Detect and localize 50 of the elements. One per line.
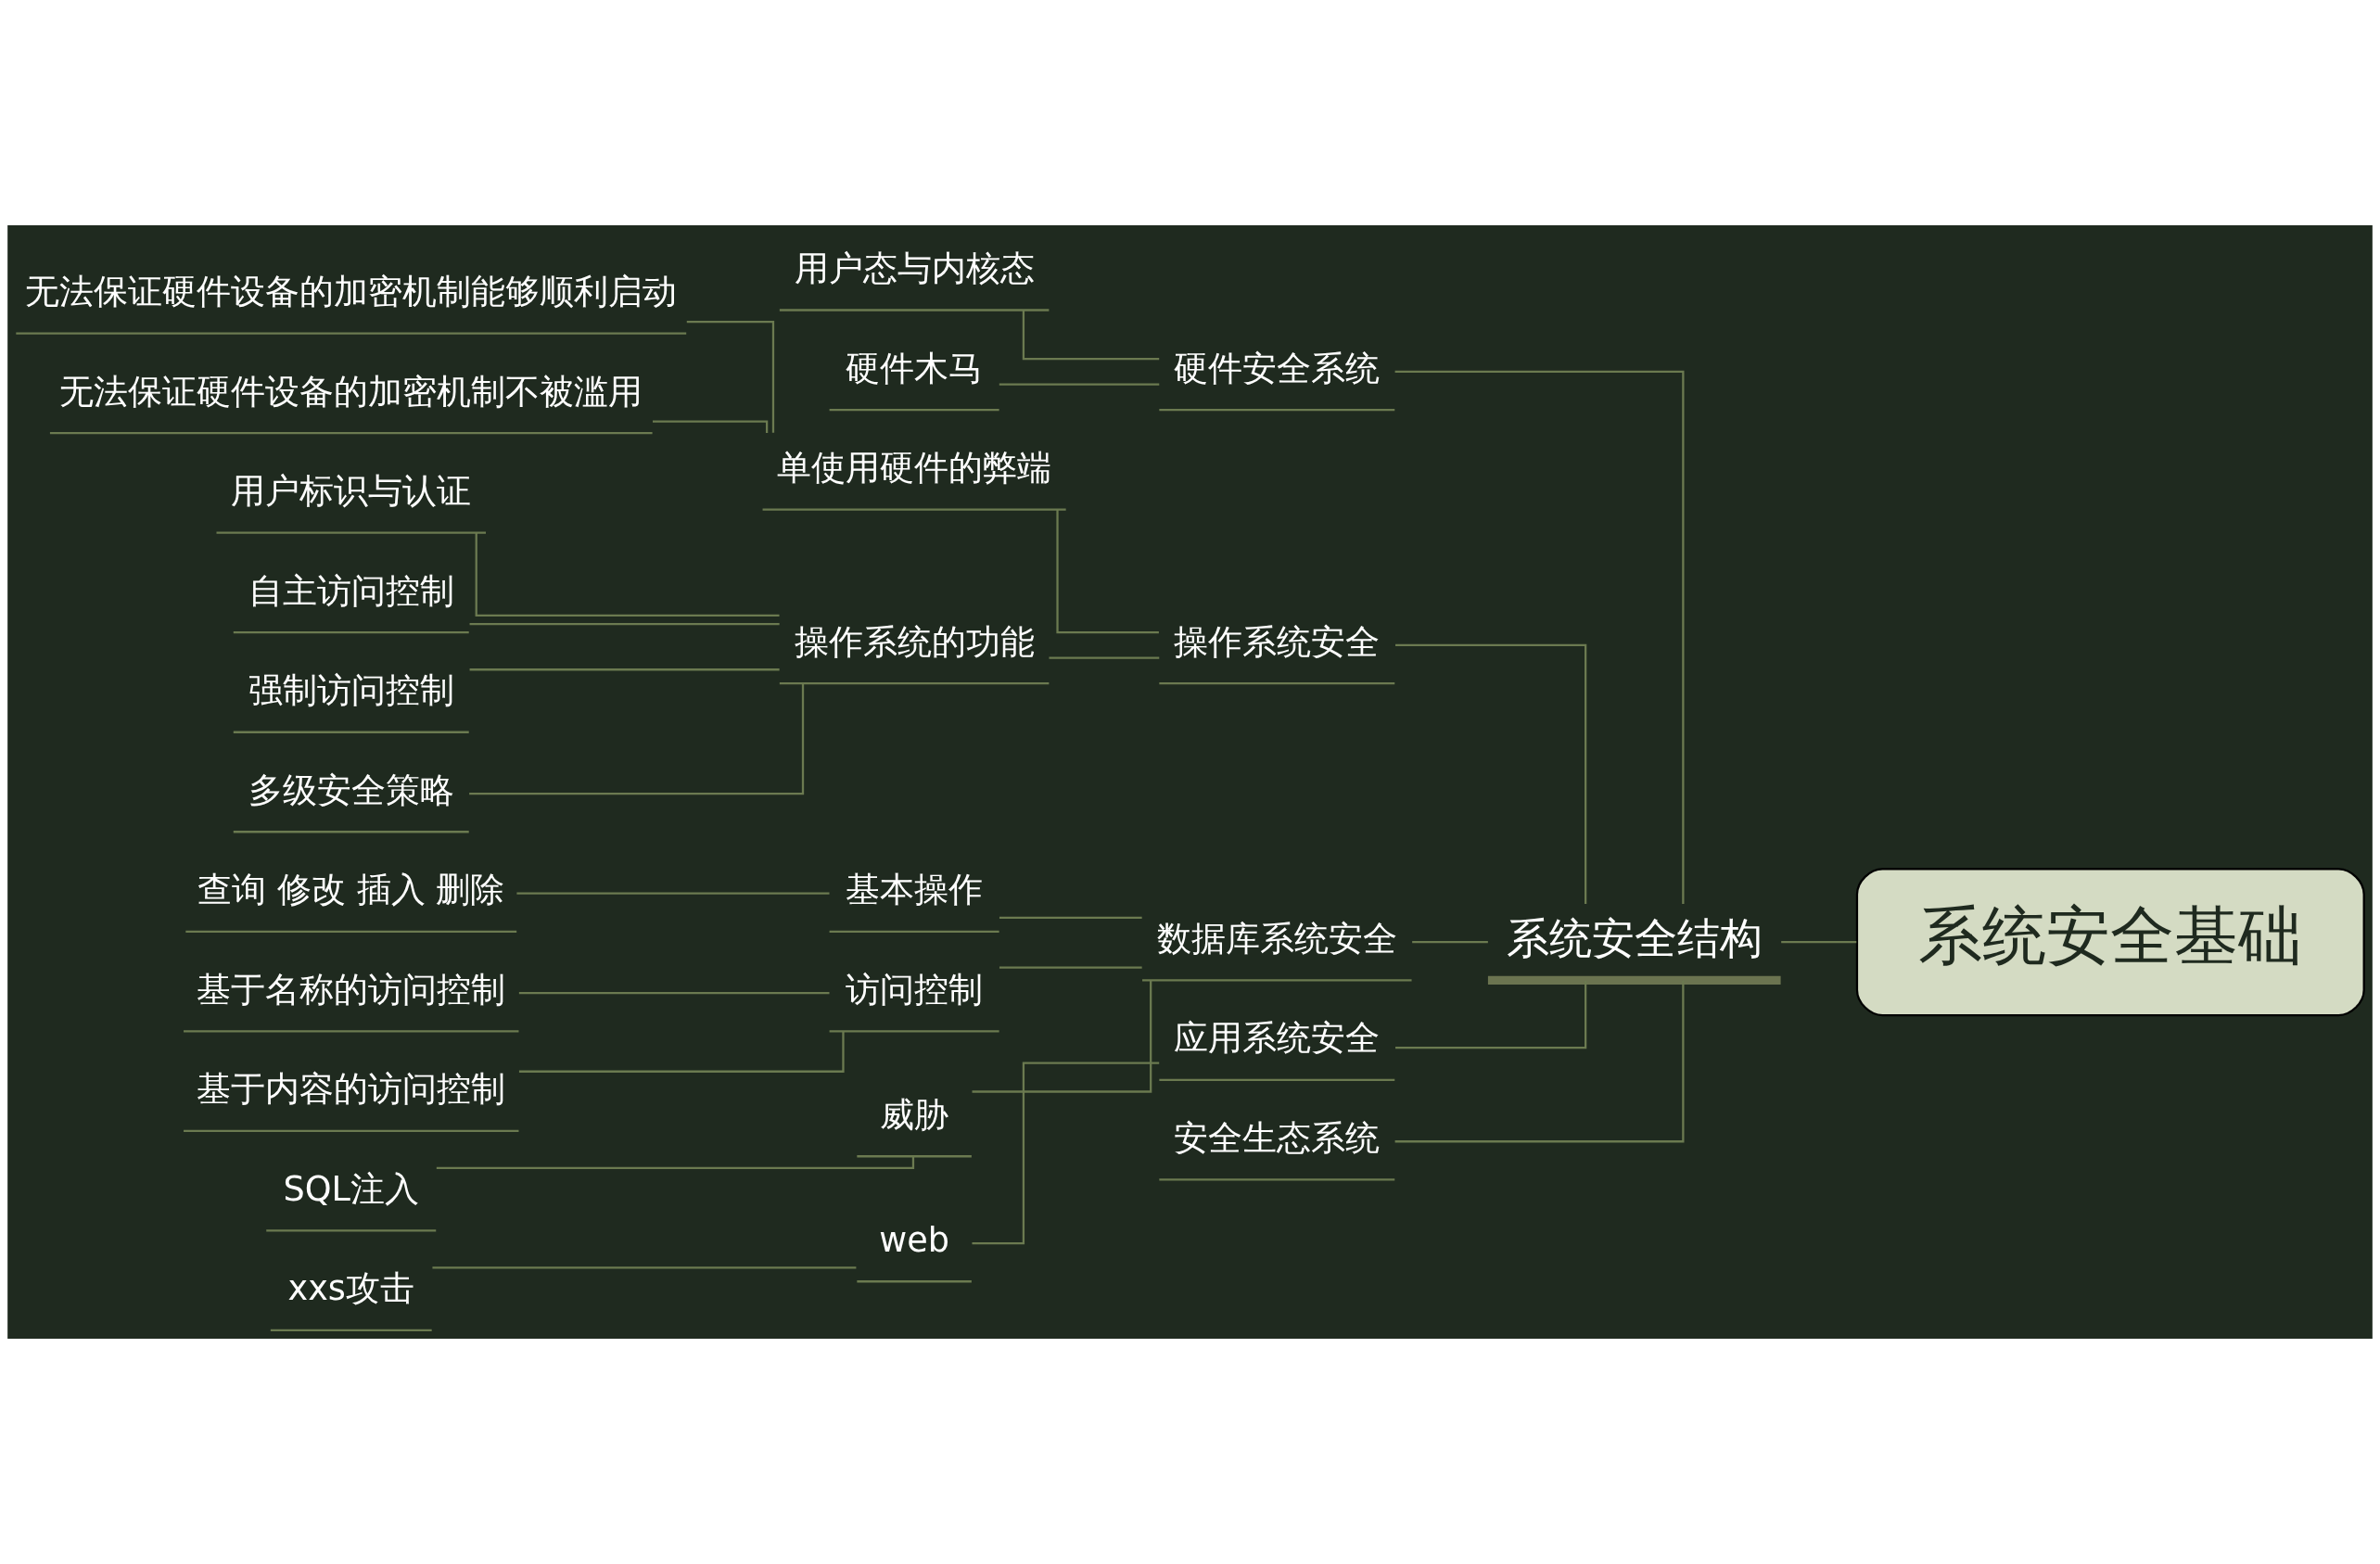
connector [1395,643,1587,904]
connector [1394,980,1685,1143]
node-text: 强制访问控制 [248,670,454,711]
node-text: SQL注入 [283,1168,419,1209]
connector [653,420,769,434]
connector [1394,370,1685,904]
connector [1781,941,1857,944]
node-text: 应用系统安全 [1174,1018,1381,1059]
connector [475,532,780,617]
connector [1395,980,1587,1049]
node-text: xxs攻击 [287,1268,414,1309]
connector [999,916,1142,920]
connector [1022,310,1160,361]
node-text: 硬件安全系统 [1174,348,1381,388]
node-text: 用户态与内核态 [794,248,1035,289]
node-text: 操作系统的功能 [794,621,1035,662]
connector [518,991,830,995]
connector [518,1031,845,1073]
connector [469,668,780,671]
node-text: 访问控制 [846,969,984,1010]
node-text: 基于名称的访问控制 [197,969,506,1010]
connector [972,1062,1160,1245]
node-text: 无法保证硬件设备的加密机制能够顺利启动 [25,272,678,312]
node-text: 单使用硬件的弊端 [777,448,1052,489]
node-text: 操作系统安全 [1174,621,1381,662]
connector [469,622,780,626]
connector [999,383,1160,386]
node-box: 系统安全基础 [1855,868,2365,1017]
connector [999,966,1142,969]
node-text: 自主访问控制 [248,570,454,611]
connector [686,320,775,433]
node-text: 数据库系统安全 [1156,918,1397,959]
node-text: 基于内容的访问控制 [197,1069,506,1110]
node-text: 多级安全策略 [248,769,454,810]
node-text: 用户标识与认证 [231,471,472,512]
connector [972,980,1152,1093]
node-text: 基本操作 [846,870,984,910]
connector [1049,656,1160,659]
node-text: 威胁 [880,1094,949,1135]
connector [1056,509,1159,634]
node-text: 无法保证硬件设备的加密机制不被滥用 [59,371,643,412]
node-text: 安全生态系统 [1174,1117,1381,1158]
connector [1412,941,1488,944]
node-text: 查询 修改 插入 删除 [197,870,505,910]
node-text: 系统安全结构 [1506,913,1763,963]
node-text: 硬件木马 [846,348,984,388]
node-text: web [879,1219,949,1260]
connector [516,892,830,895]
connector [432,1266,857,1269]
connector [469,683,805,795]
